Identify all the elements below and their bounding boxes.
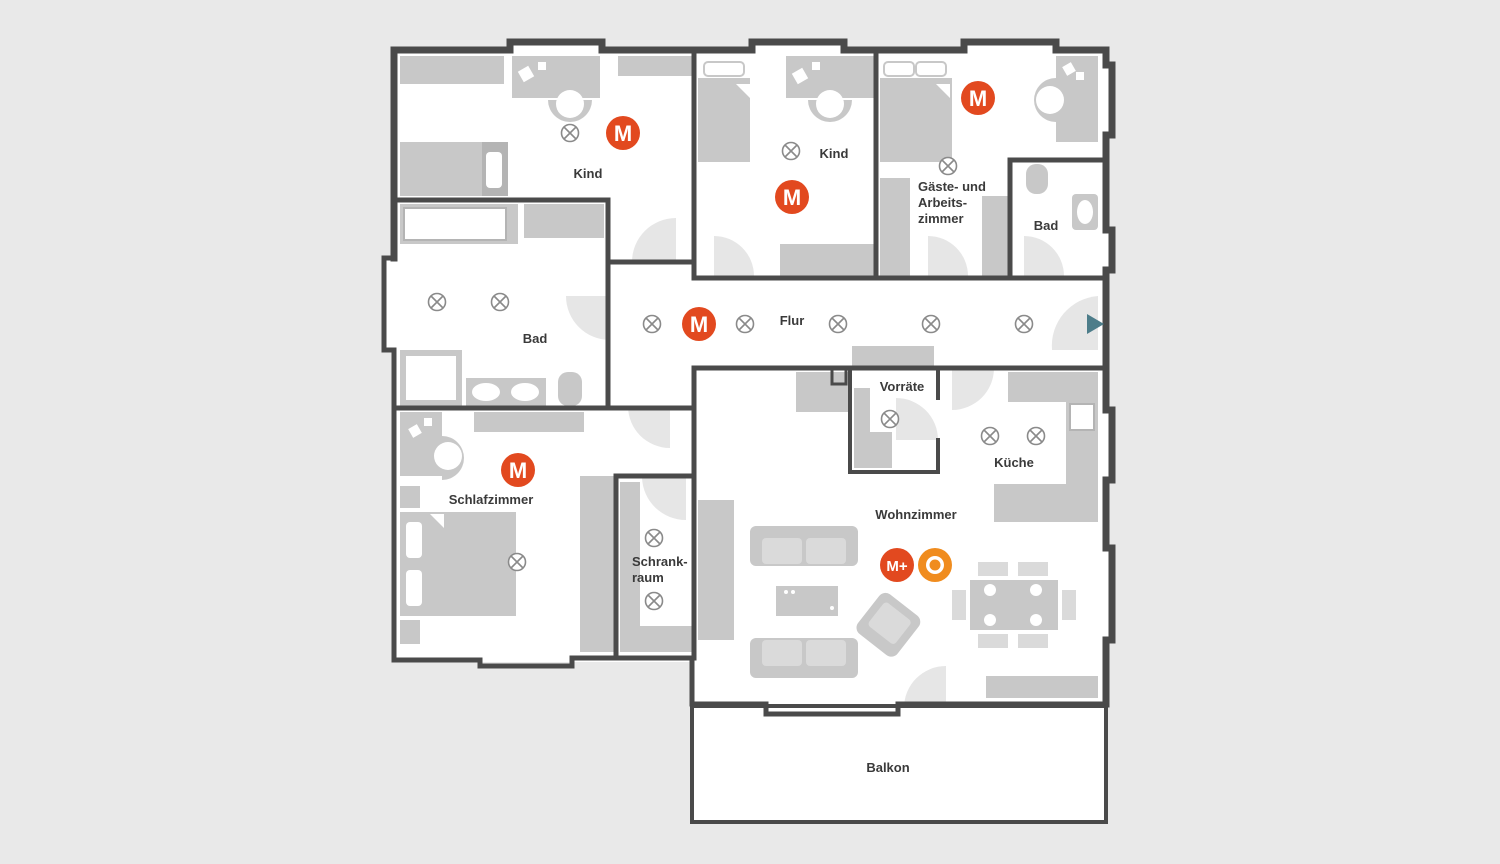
ceiling-light-icon <box>1014 314 1034 334</box>
ceiling-light-icon <box>490 292 510 312</box>
ceiling-light-icon <box>642 314 662 334</box>
label-balkon: Balkon <box>866 760 909 775</box>
label-gaeste-3: zimmer <box>918 211 964 226</box>
ceiling-light-icon <box>735 314 755 334</box>
marker-m-plus: M+ <box>886 558 907 575</box>
label-gaeste-1: Gäste- und <box>918 179 986 194</box>
ceiling-light-icon <box>644 528 664 548</box>
marker-m: M <box>690 312 708 337</box>
ceiling-light-icon <box>980 426 1000 446</box>
ceiling-light-icon <box>828 314 848 334</box>
smoke-detector-icon: M <box>682 307 716 341</box>
label-gaeste-2: Arbeits- <box>918 195 967 210</box>
smoke-detector-icon: M <box>606 116 640 150</box>
ceiling-lights <box>427 123 1046 611</box>
ceiling-light-icon <box>427 292 447 312</box>
marker-m: M <box>614 121 632 146</box>
smoke-detector-icon: M <box>961 81 995 115</box>
ceiling-light-icon <box>921 314 941 334</box>
smoke-detector-plus-icon: M+ <box>880 548 914 582</box>
ceiling-light-icon <box>880 409 900 429</box>
label-kind-2: Kind <box>820 146 849 161</box>
smoke-detector-markers: M M M M M M+ <box>501 81 995 582</box>
label-vorraete: Vorräte <box>880 379 925 394</box>
label-flur: Flur <box>780 313 805 328</box>
doors <box>566 218 1098 708</box>
label-schlafzimmer: Schlafzimmer <box>449 492 534 507</box>
label-kind-1: Kind <box>574 166 603 181</box>
ceiling-light-icon <box>1026 426 1046 446</box>
marker-m: M <box>783 185 801 210</box>
label-schrank-1: Schrank- <box>632 554 688 569</box>
marker-m: M <box>509 458 527 483</box>
ceiling-light-icon <box>507 552 527 572</box>
entry-arrow-icon <box>1087 314 1104 334</box>
furniture <box>400 56 1098 698</box>
ceiling-light-icon <box>781 141 801 161</box>
marker-m: M <box>969 86 987 111</box>
ceiling-light-icon <box>644 591 664 611</box>
label-bad-main: Bad <box>523 331 548 346</box>
label-schrank-2: raum <box>632 570 664 585</box>
smoke-detector-icon: M <box>775 180 809 214</box>
label-bad-small: Bad <box>1034 218 1059 233</box>
room-labels: Kind Kind Gäste- und Arbeits- zimmer Bad… <box>449 146 1059 775</box>
label-kueche: Küche <box>994 455 1034 470</box>
ceiling-light-icon <box>938 156 958 176</box>
smoke-detector-icon: M <box>501 453 535 487</box>
walls <box>381 38 1116 824</box>
ring-marker-icon <box>918 548 952 582</box>
ceiling-light-icon <box>560 123 580 143</box>
label-wohnzimmer: Wohnzimmer <box>875 507 956 522</box>
